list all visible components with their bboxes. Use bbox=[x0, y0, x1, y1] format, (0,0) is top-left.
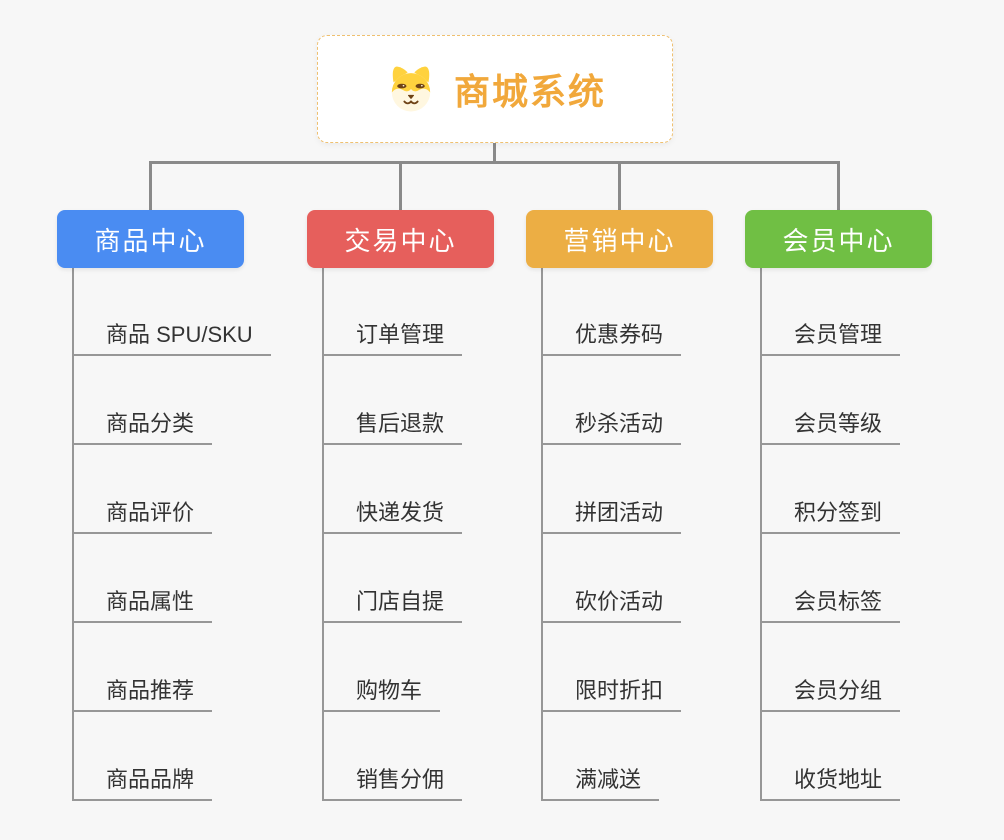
leaf-node[interactable]: 积分签到 bbox=[760, 496, 901, 534]
leaf-node[interactable]: 商品属性 bbox=[72, 585, 213, 623]
connector-drop-marketing bbox=[618, 161, 621, 210]
leaf-node[interactable]: 砍价活动 bbox=[541, 585, 682, 623]
leaf-node[interactable]: 购物车 bbox=[322, 674, 441, 712]
root-title: 商城系统 bbox=[453, 71, 606, 112]
connector-drop-member bbox=[837, 161, 840, 210]
leaf-node[interactable]: 拼团活动 bbox=[541, 496, 682, 534]
leaf-node[interactable]: 优惠券码 bbox=[541, 318, 682, 356]
trunk-trade bbox=[322, 268, 324, 801]
leaf-node[interactable]: 售后退款 bbox=[322, 407, 463, 445]
leaf-node[interactable]: 限时折扣 bbox=[541, 674, 682, 712]
trunk-marketing bbox=[541, 268, 543, 801]
branch-node-member-center[interactable]: 会员中心 bbox=[745, 210, 932, 268]
leaf-node[interactable]: 会员管理 bbox=[760, 318, 901, 356]
branch-node-trade-center[interactable]: 交易中心 bbox=[307, 210, 494, 268]
leaf-node[interactable]: 销售分佣 bbox=[322, 763, 463, 801]
leaf-node[interactable]: 门店自提 bbox=[322, 585, 463, 623]
connector-drop-product bbox=[149, 161, 152, 210]
leaf-node[interactable]: 商品 SPU/SKU bbox=[72, 318, 271, 356]
leaf-node[interactable]: 商品品牌 bbox=[72, 763, 213, 801]
leaf-node[interactable]: 订单管理 bbox=[322, 318, 463, 356]
leaf-node[interactable]: 会员等级 bbox=[760, 407, 901, 445]
leaf-node[interactable]: 收货地址 bbox=[760, 763, 901, 801]
leaf-node[interactable]: 秒杀活动 bbox=[541, 407, 682, 445]
leaf-node[interactable]: 商品分类 bbox=[72, 407, 213, 445]
dog-face-icon bbox=[384, 64, 438, 114]
root-node[interactable]: 商城系统 bbox=[317, 35, 673, 143]
connector-root-stem bbox=[493, 143, 496, 164]
branch-node-product-center[interactable]: 商品中心 bbox=[57, 210, 244, 268]
branch-node-marketing-center[interactable]: 营销中心 bbox=[526, 210, 713, 268]
trunk-product bbox=[72, 268, 74, 801]
connector-bus bbox=[149, 161, 840, 164]
leaf-node[interactable]: 会员标签 bbox=[760, 585, 901, 623]
leaf-node[interactable]: 会员分组 bbox=[760, 674, 901, 712]
trunk-member bbox=[760, 268, 762, 801]
leaf-node[interactable]: 满减送 bbox=[541, 763, 660, 801]
connector-drop-trade bbox=[399, 161, 402, 210]
leaf-node[interactable]: 快递发货 bbox=[322, 496, 463, 534]
leaf-node[interactable]: 商品评价 bbox=[72, 496, 213, 534]
leaf-node[interactable]: 商品推荐 bbox=[72, 674, 213, 712]
